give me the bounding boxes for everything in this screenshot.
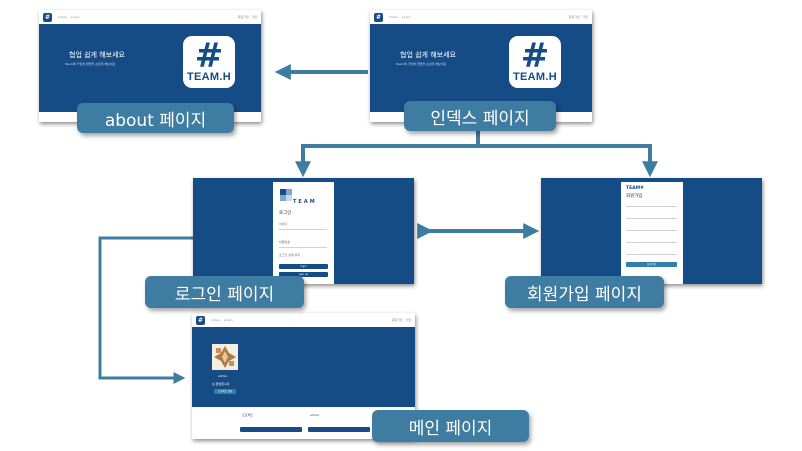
about-hero-title: 협업 쉽게 해보세요 [69, 51, 125, 59]
team-logo-icon [280, 189, 292, 201]
team-h-app-logo: # TEAM.H [183, 36, 235, 88]
create-project-button[interactable]: 프로젝트 생성 [214, 389, 236, 394]
arrow-login-to-main [98, 236, 195, 384]
app-logo-brand: TEAM.H [187, 71, 231, 83]
arrow-index-to-login [295, 130, 480, 178]
signup-title: 회원가입 [626, 194, 643, 199]
team-h-app-logo: # TEAM.H [509, 36, 561, 88]
signup-field-1[interactable] [626, 206, 677, 207]
about-nav: Index · Login [58, 15, 80, 19]
signup-page-thumbnail: TEAM# 회원가입 회원가입 [541, 178, 762, 284]
label-about-page: about 페이지 [77, 103, 234, 133]
about-hero: 협업 쉽게 해보세요 Team에 가입해 협업을 손쉽게 해보세요 # TEAM… [39, 24, 261, 112]
index-nav-right: 회원가입 · 가입 [568, 15, 588, 19]
signup-field-4[interactable] [626, 242, 677, 243]
main-topbar: # Index · Login 회원가입 · 가입 [192, 313, 415, 327]
signup-field-3[interactable] [626, 230, 677, 231]
login-pw-field[interactable] [279, 247, 327, 248]
main-card1-title: 프로젝트 [242, 413, 254, 417]
hash-icon: # [520, 36, 550, 76]
avatar [212, 344, 238, 370]
about-hero-sub: Team에 가입해 협업을 손쉽게 해보세요 [65, 62, 116, 66]
about-page-thumbnail: # Index · Login 회원가입 · 가입 협업 쉽게 해보세요 Tea… [39, 10, 261, 122]
label-login-page: 로그인 페이지 [145, 276, 304, 308]
signup-brand: TEAM# [626, 186, 644, 191]
index-hero-sub: Team에 가입해 협업을 손쉽게 해보세요 [396, 62, 447, 66]
index-nav: Index · Login [389, 15, 411, 19]
main-nav-right: 회원가입 · 가입 [391, 318, 411, 322]
about-topbar: # Index · Login 회원가입 · 가입 [39, 10, 261, 24]
signup-field-2[interactable] [626, 218, 677, 219]
team-logo-icon: # [374, 12, 383, 22]
login-button[interactable]: login [279, 264, 328, 269]
label-main-page: 메인 페이지 [372, 410, 529, 442]
main-hero: admin 님 환영합니다 프로젝트 생성 [192, 327, 415, 407]
main-card2-title: admin [310, 413, 320, 417]
main-card1-button[interactable] [240, 427, 302, 432]
main-greeting: 님 환영합니다 [212, 382, 230, 386]
main-card2-button[interactable] [308, 427, 370, 432]
login-title: 로그인 [279, 211, 292, 216]
label-index-page: 인덱스 페이지 [404, 101, 556, 131]
signup-field-5[interactable] [626, 254, 677, 255]
login-id-label: 아이디 [279, 222, 288, 226]
main-username: admin [218, 374, 228, 378]
signup-button[interactable]: sign up [279, 272, 328, 277]
app-logo-brand: TEAM.H [513, 71, 557, 83]
login-page-thumbnail: TEAM 로그인 아이디 비밀번호 로그인 상태 유지 login sign u… [193, 178, 414, 284]
login-id-field[interactable] [279, 229, 327, 230]
login-brand: TEAM [293, 199, 317, 205]
label-signup-page: 회원가입 페이지 [505, 276, 664, 308]
index-hero-title: 협업 쉽게 해보세요 [400, 51, 456, 59]
arrow-index-to-signup [478, 144, 658, 178]
about-nav-right: 회원가입 · 가입 [237, 15, 257, 19]
signup-form-card: TEAM# 회원가입 회원가입 [621, 182, 683, 284]
main-nav: Index · Login [211, 318, 233, 322]
index-topbar: # Index · Login 회원가입 · 가입 [370, 10, 592, 24]
index-hero: 협업 쉽게 해보세요 Team에 가입해 협업을 손쉽게 해보세요 # TEAM… [370, 24, 592, 112]
hash-icon: # [194, 36, 224, 76]
team-logo-icon: # [43, 12, 52, 22]
login-form-card: TEAM 로그인 아이디 비밀번호 로그인 상태 유지 login sign u… [273, 182, 334, 284]
login-remember[interactable]: 로그인 상태 유지 [279, 253, 301, 257]
login-pw-label: 비밀번호 [279, 240, 291, 244]
team-logo-icon: # [196, 315, 205, 325]
signup-submit-button[interactable]: 회원가입 [626, 262, 677, 267]
